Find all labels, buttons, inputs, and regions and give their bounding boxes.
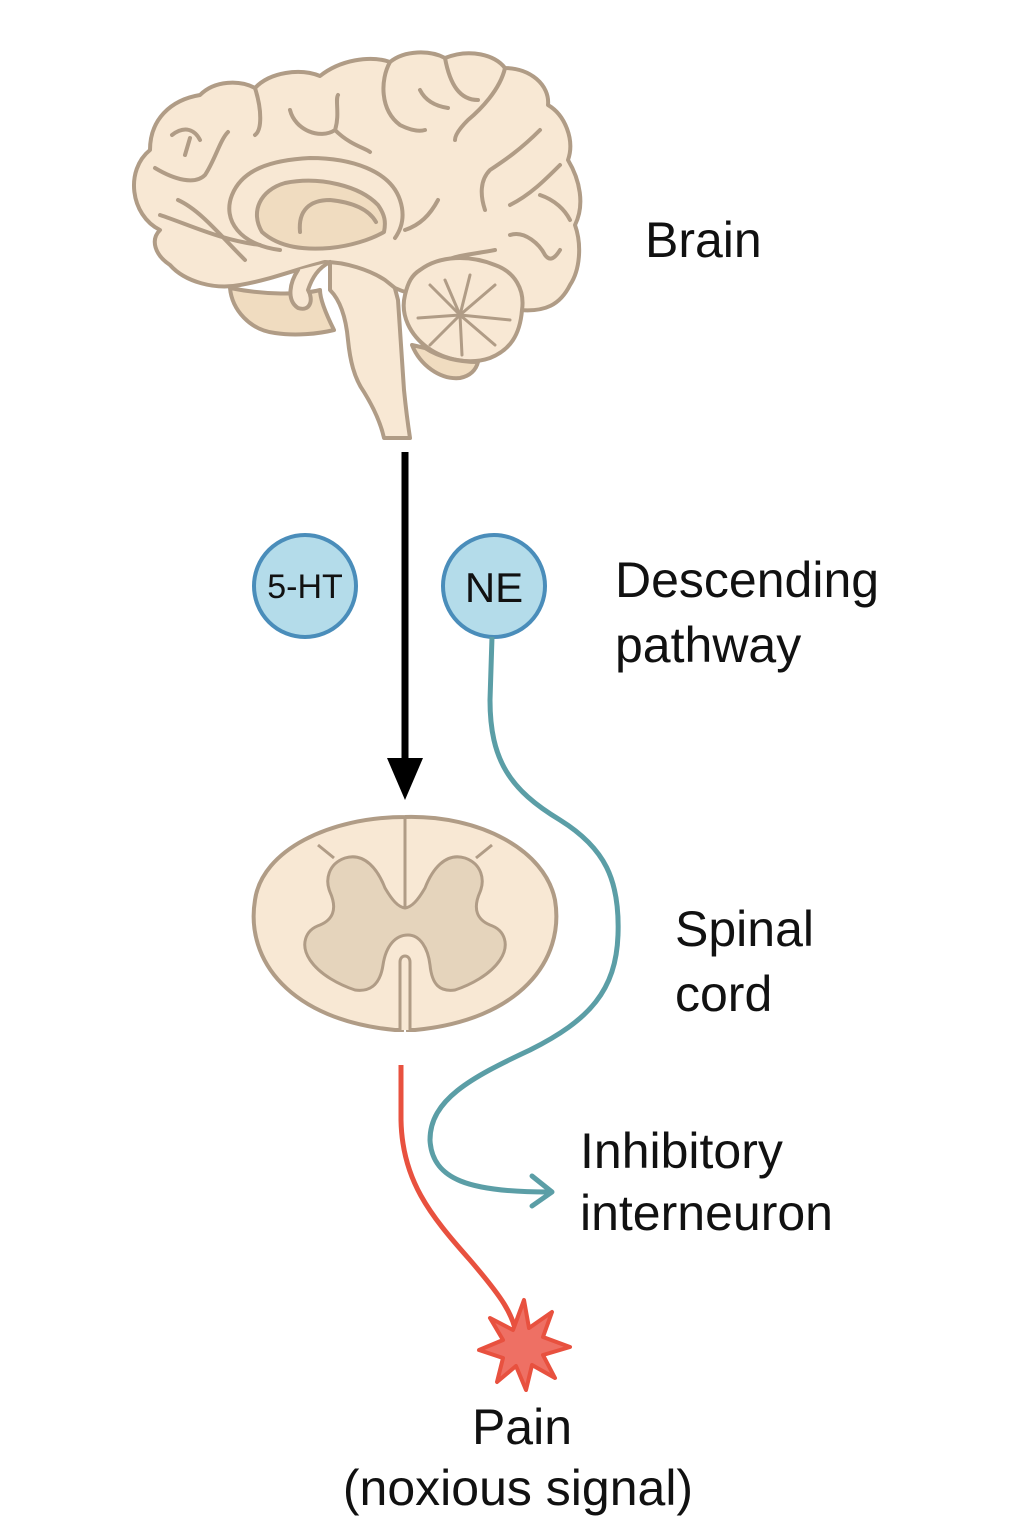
starburst-icon xyxy=(477,1298,572,1392)
brain-label: Brain xyxy=(645,212,762,268)
ne-pathway-arrowhead xyxy=(529,1173,555,1209)
spinal-cord-anterior-fissure xyxy=(398,954,412,1030)
brain-icon xyxy=(132,50,583,440)
serotonin-label: 5-HT xyxy=(267,568,343,606)
thalamus xyxy=(255,178,387,251)
norepinephrine-node: NE xyxy=(441,533,547,639)
ne-pathway-line xyxy=(427,636,621,1195)
spinal-cord-dorsal-root-left xyxy=(317,843,335,860)
pain-label-line1: Pain xyxy=(472,1399,572,1455)
pain-pathway-line xyxy=(398,1065,520,1341)
norepinephrine-circle xyxy=(441,533,547,639)
descending-pathway-label-line2: pathway xyxy=(615,617,801,673)
spinal-cord-dorsal-root-right xyxy=(475,843,493,860)
spinal-cord-label-line2: cord xyxy=(675,966,772,1022)
spinal-cord-gray-matter xyxy=(303,855,507,992)
pituitary xyxy=(288,260,332,311)
pain-starburst xyxy=(477,1298,572,1392)
spinal-cord-label-line1: Spinal xyxy=(675,901,814,957)
norepinephrine-label: NE xyxy=(465,564,523,611)
cerebellum-folia xyxy=(416,273,512,357)
sulci xyxy=(153,56,572,267)
cerebellum-base xyxy=(410,343,480,381)
serotonin-circle xyxy=(252,533,358,639)
serotonin-node: 5-HT xyxy=(252,533,358,639)
descending-arrow xyxy=(387,452,423,800)
inhibitory-interneuron-label-line1: Inhibitory xyxy=(580,1123,783,1179)
inhibitory-interneuron-label-line2: interneuron xyxy=(580,1185,833,1241)
cerebellum xyxy=(401,256,525,364)
fornix xyxy=(297,198,378,234)
diencephalon xyxy=(228,286,336,337)
corpus-callosum xyxy=(227,156,405,252)
pain-label-line2: (noxious signal) xyxy=(343,1460,693,1516)
descending-arrow-head xyxy=(387,758,423,800)
descending-pathway-label-line1: Descending xyxy=(615,552,879,608)
spinal-cord-cross-section-icon xyxy=(251,814,559,1032)
